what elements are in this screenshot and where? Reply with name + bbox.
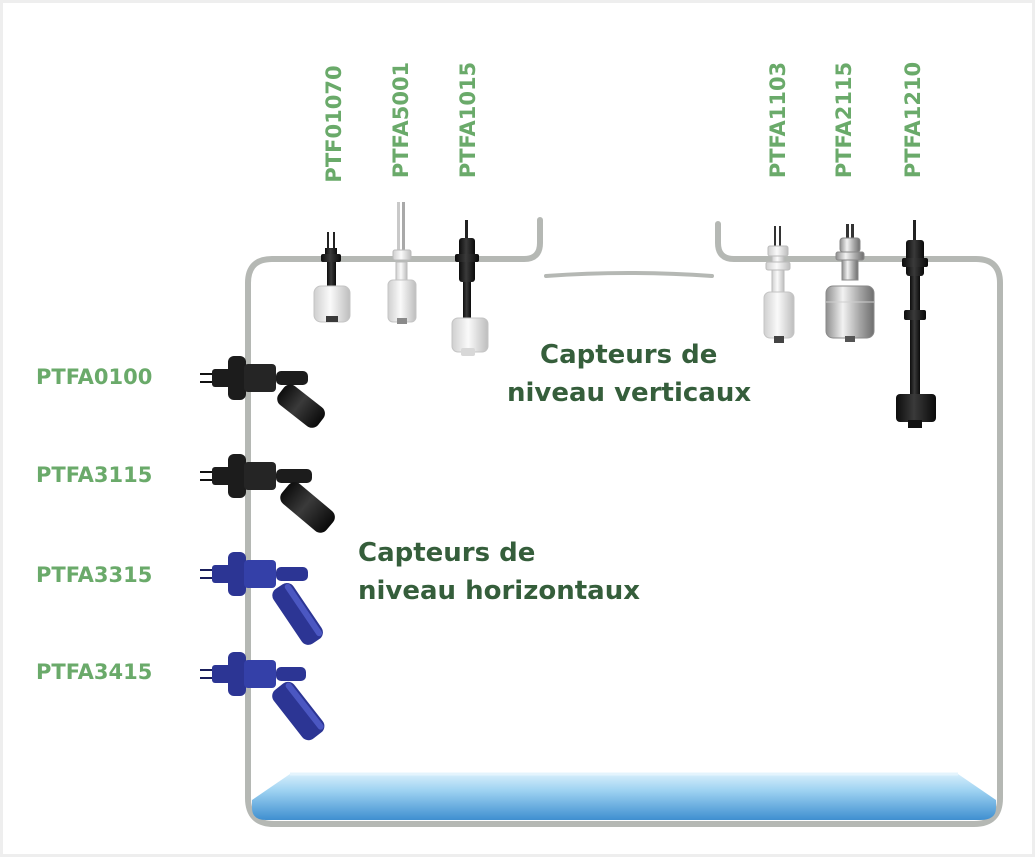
vertical-sensor-ptfa2115 [825,224,875,342]
vertical-sensor-ptfa1015 [451,220,489,356]
water [252,772,996,820]
horizontal-sensor-ptfa0100 [200,356,325,428]
horizontal-sensor-label-4: PTFA3415 [36,660,153,684]
vertical-sensor-ptfa1210 [896,220,936,428]
vertical-sensor-ptfa1103 [763,226,795,343]
vertical-sensor-ptfa5001 [387,202,417,324]
horizontal-sensor-label-2: PTFA3115 [36,463,153,487]
vertical-caption-line-1: Capteurs de [540,340,718,370]
horizontal-caption-line-2: niveau horizontaux [358,576,640,606]
vertical-sensor-label-3: PTFA1015 [456,61,480,179]
vertical-sensor-ptf01070 [313,232,351,323]
vertical-sensor-label-1: PTF01070 [322,65,346,183]
horizontal-sensor-ptfa3315 [200,552,323,645]
horizontal-caption-line-1: Capteurs de [358,538,536,568]
vertical-sensor-label-6: PTFA1210 [901,61,925,179]
horizontal-sensor-label-3: PTFA3315 [36,563,153,587]
horizontal-sensor-ptfa3115 [200,454,335,533]
vertical-sensor-label-5: PTFA2115 [832,61,856,179]
horizontal-sensor-label-1: PTFA0100 [36,365,153,389]
horizontal-sensor-ptfa3415 [200,652,325,741]
vertical-sensor-label-4: PTFA1103 [766,61,790,179]
vertical-sensor-label-2: PTFA5001 [389,61,413,179]
vertical-caption-line-2: niveau verticaux [507,378,752,408]
tank-outline [245,217,1003,827]
